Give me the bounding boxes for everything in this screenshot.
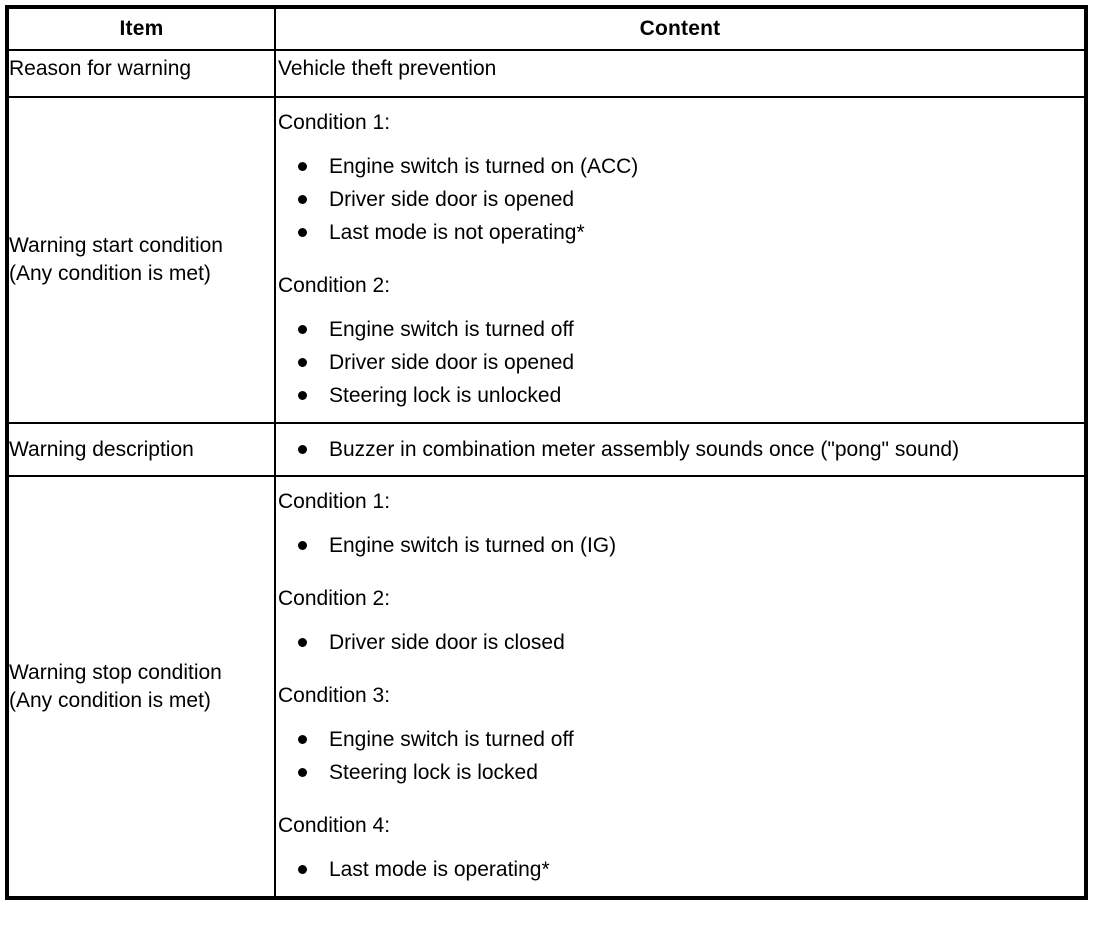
- condition-label: Condition 4:: [277, 814, 391, 837]
- reason-text: Vehicle theft prevention: [277, 57, 497, 80]
- bullet-dot-icon: [297, 768, 307, 777]
- row-label-line: Warning stop condition: [9, 660, 222, 684]
- table-row-start-condition: Warning start condition (Any condition i…: [6, 96, 1088, 424]
- list-item-label: Engine switch is turned on (ACC): [328, 155, 639, 178]
- bullet-dot-icon: [297, 445, 307, 454]
- condition-bullet-list: Engine switch is turned off Steering loc…: [276, 723, 1084, 789]
- list-item-label: Engine switch is turned on (IG): [328, 534, 617, 557]
- row-content-reason: Vehicle theft prevention: [273, 49, 1088, 98]
- warning-spec-table: Item Content Reason for warning Vehicle …: [5, 5, 1088, 900]
- condition-bullet-list: Engine switch is turned on (ACC) Driver …: [276, 150, 1084, 249]
- list-item: Driver side door is closed: [276, 626, 1084, 659]
- list-item: Driver side door is opened: [276, 183, 1084, 216]
- row-content-description: Buzzer in combination meter assembly sou…: [273, 422, 1088, 477]
- list-item-label: Steering lock is locked: [328, 761, 538, 784]
- list-item: Steering lock is locked: [276, 756, 1084, 789]
- bullet-dot-icon: [297, 391, 307, 400]
- row-label-description: Warning description: [6, 422, 276, 477]
- bullet-dot-icon: [297, 865, 307, 874]
- condition-label: Condition 1:: [277, 490, 391, 513]
- list-item-label: Buzzer in combination meter assembly sou…: [328, 438, 960, 461]
- list-item-label: Driver side door is opened: [328, 351, 575, 374]
- bullet-dot-icon: [297, 195, 307, 204]
- condition-label: Condition 2:: [277, 274, 391, 297]
- list-item-label: Last mode is not operating*: [328, 221, 585, 244]
- condition-bullet-list: Driver side door is closed: [276, 626, 1084, 659]
- bullet-dot-icon: [297, 162, 307, 171]
- list-item: Engine switch is turned off: [276, 723, 1084, 756]
- list-item: Engine switch is turned on (IG): [276, 529, 1084, 562]
- table-row-reason: Reason for warning Vehicle theft prevent…: [6, 49, 1088, 98]
- list-item: Engine switch is turned off: [276, 313, 1084, 346]
- condition-label: Condition 3:: [277, 684, 391, 707]
- list-item: Engine switch is turned on (ACC): [276, 150, 1084, 183]
- list-item-label: Driver side door is opened: [328, 188, 575, 211]
- list-item: Last mode is not operating*: [276, 216, 1084, 249]
- row-label-line: Warning start condition: [9, 234, 223, 257]
- list-item: Driver side door is opened: [276, 346, 1084, 379]
- condition-block: Condition 2: Engine switch is turned off…: [276, 269, 1084, 412]
- table-body: Reason for warning Vehicle theft prevent…: [6, 49, 1088, 899]
- row-label-start-condition: Warning start condition (Any condition i…: [6, 96, 276, 424]
- bullet-dot-icon: [297, 358, 307, 367]
- list-item: Steering lock is unlocked: [276, 379, 1084, 412]
- bullet-dot-icon: [297, 735, 307, 744]
- description-bullet-list: Buzzer in combination meter assembly sou…: [276, 433, 1084, 466]
- condition-block: Condition 4: Last mode is operating*: [276, 809, 1084, 886]
- row-label-line: (Any condition is met): [9, 688, 211, 712]
- table-row-description: Warning description Buzzer in combinatio…: [6, 422, 1088, 477]
- condition-bullet-list: Engine switch is turned off Driver side …: [276, 313, 1084, 412]
- bullet-dot-icon: [297, 228, 307, 237]
- header-row: Item Content: [6, 6, 1088, 51]
- table-header: Item Content: [6, 6, 1088, 51]
- condition-bullet-list: Last mode is operating*: [276, 853, 1084, 886]
- list-item: Buzzer in combination meter assembly sou…: [276, 433, 1084, 466]
- row-label-line: Reason for warning: [9, 57, 192, 80]
- row-label-line: (Any condition is met): [9, 262, 211, 285]
- condition-block: Condition 2: Driver side door is closed: [276, 582, 1084, 659]
- row-label-stop-condition: Warning stop condition (Any condition is…: [6, 475, 276, 899]
- table-row-stop-condition: Warning stop condition (Any condition is…: [6, 475, 1088, 899]
- condition-label: Condition 1:: [277, 111, 391, 134]
- condition-label: Condition 2:: [277, 587, 391, 610]
- bullet-dot-icon: [297, 325, 307, 334]
- condition-block: Condition 3: Engine switch is turned off…: [276, 679, 1084, 789]
- list-item-label: Driver side door is closed: [328, 631, 565, 654]
- condition-block: Condition 1: Engine switch is turned on …: [276, 106, 1084, 249]
- list-item-label: Last mode is operating*: [328, 858, 550, 881]
- row-label-line: Warning description: [9, 437, 194, 461]
- list-item-label: Steering lock is unlocked: [328, 384, 562, 407]
- column-header-item: Item: [6, 6, 276, 51]
- row-content-start-condition: Condition 1: Engine switch is turned on …: [273, 96, 1088, 424]
- row-label-reason: Reason for warning: [6, 49, 276, 98]
- list-item: Last mode is operating*: [276, 853, 1084, 886]
- row-content-stop-condition: Condition 1: Engine switch is turned on …: [273, 475, 1088, 899]
- list-item-label: Engine switch is turned off: [328, 318, 574, 341]
- list-item-label: Engine switch is turned off: [328, 728, 574, 751]
- bullet-dot-icon: [297, 638, 307, 647]
- condition-bullet-list: Engine switch is turned on (IG): [276, 529, 1084, 562]
- bullet-dot-icon: [297, 541, 307, 550]
- condition-block: Condition 1: Engine switch is turned on …: [276, 485, 1084, 562]
- column-header-content: Content: [273, 6, 1088, 51]
